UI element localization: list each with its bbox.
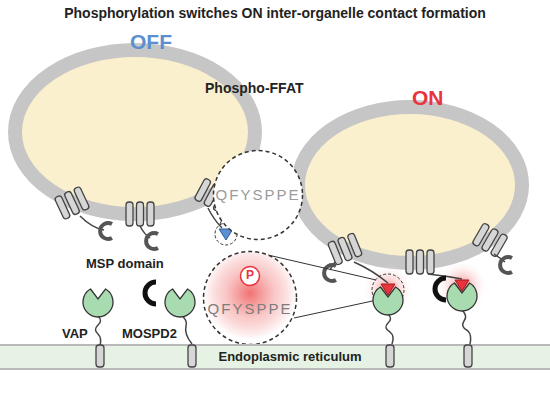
helix-group bbox=[406, 250, 434, 274]
cytosolic-tail bbox=[354, 262, 388, 283]
node-text: QFYSPPE bbox=[208, 301, 293, 318]
state-label: OFF bbox=[130, 30, 172, 54]
unbound-motif bbox=[500, 257, 512, 273]
zoom-leader-line bbox=[294, 300, 377, 318]
contact-glow bbox=[436, 260, 488, 312]
transmembrane-helix bbox=[126, 202, 133, 226]
helix-group bbox=[472, 223, 508, 258]
helix-group bbox=[328, 233, 363, 266]
protein-linker bbox=[96, 316, 101, 346]
transmembrane-helix bbox=[147, 202, 154, 226]
sequence-inset: QFYSPPE bbox=[212, 149, 304, 241]
crescent-domain bbox=[145, 282, 156, 304]
phospho-ffat-motif bbox=[455, 280, 469, 291]
transmembrane-helix bbox=[347, 233, 362, 258]
sequence-inset-shape bbox=[214, 151, 303, 240]
protein-label: MOSPD2 bbox=[122, 326, 177, 341]
protein-linker bbox=[180, 314, 192, 344]
helix-group bbox=[54, 186, 90, 220]
phosphate-circle-shape bbox=[241, 267, 260, 286]
transmembrane-helix bbox=[73, 186, 89, 211]
transmembrane-helix bbox=[427, 250, 434, 274]
node-text: QFYSPPE bbox=[216, 187, 301, 204]
state-label: ON bbox=[412, 86, 444, 110]
node-text: Endoplasmic reticulum bbox=[218, 350, 361, 364]
phospho-sequence-inset: QFYSPPE P bbox=[202, 250, 298, 346]
protein-linker bbox=[386, 314, 393, 344]
figure-title: Phosphorylation switches ON inter-organe… bbox=[0, 5, 550, 21]
protein-linker bbox=[462, 310, 471, 344]
organelle-membrane bbox=[298, 107, 522, 263]
phospho-sequence-inset-shape bbox=[204, 252, 297, 345]
membrane-anchor bbox=[464, 345, 472, 367]
unbound-motif bbox=[324, 265, 336, 281]
node-text: P bbox=[246, 269, 254, 282]
msp-domain bbox=[165, 289, 195, 317]
unbound-motif bbox=[100, 223, 112, 239]
domain-label: MSP domain bbox=[86, 256, 164, 271]
phospho-sequence-inset-outline bbox=[202, 250, 298, 346]
membrane-anchor bbox=[386, 345, 394, 367]
transmembrane-helix bbox=[417, 250, 424, 274]
membrane-anchor bbox=[188, 345, 196, 367]
protein-label: VAP bbox=[62, 326, 88, 341]
membrane-anchor bbox=[96, 345, 104, 367]
transmembrane-helix bbox=[490, 233, 508, 257]
transmembrane-helix bbox=[137, 202, 144, 226]
motif-label: Phospho-FFAT bbox=[205, 80, 304, 96]
transmembrane-helix bbox=[406, 250, 413, 274]
msp-domain bbox=[83, 289, 113, 317]
helix-group bbox=[126, 202, 154, 226]
phospho-ffat-motif bbox=[381, 284, 395, 295]
unbound-motif bbox=[146, 233, 158, 249]
crescent-domain bbox=[435, 278, 446, 300]
phosphate-circle: P bbox=[239, 265, 261, 287]
